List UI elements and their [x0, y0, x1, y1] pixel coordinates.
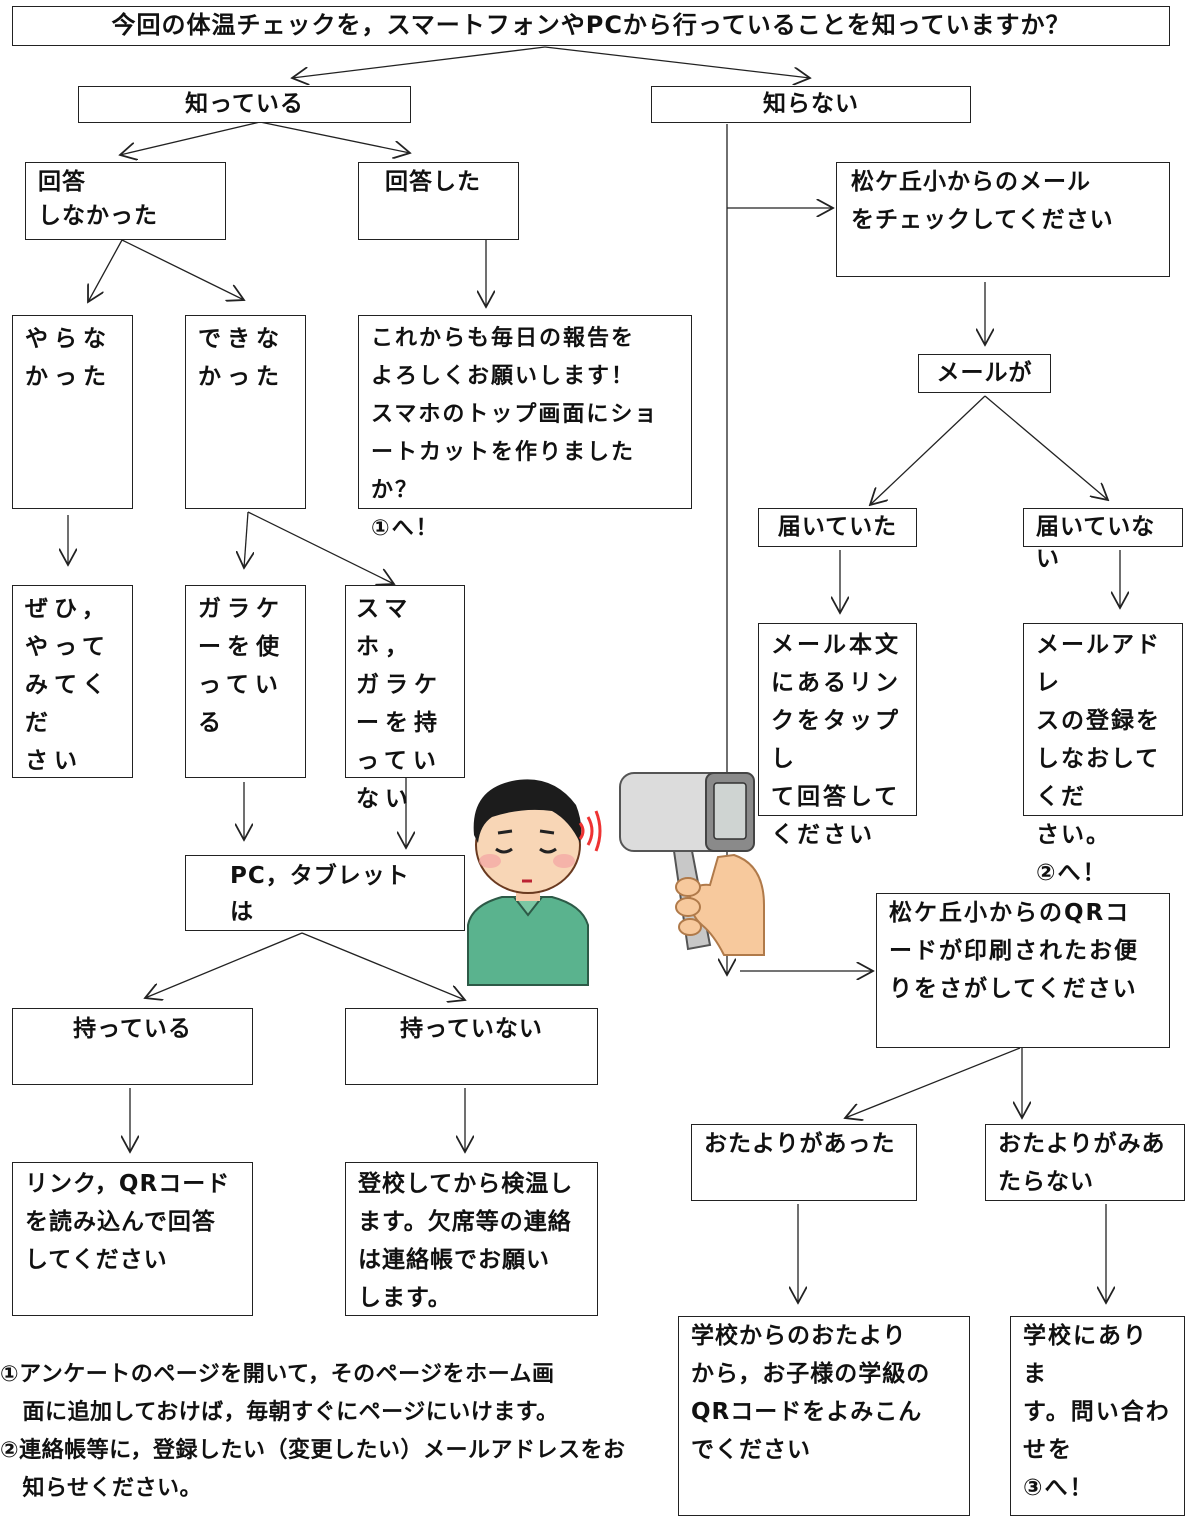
- dont-know-box: 知らない: [651, 86, 971, 123]
- didnt-do-box: やらな かった: [12, 315, 133, 509]
- ask-school-box: 学校にありま す。問い合わ せを ③へ！: [1010, 1316, 1185, 1516]
- answered-box: 回答した: [358, 162, 519, 240]
- read-link-label: リンク，QRコード を読み込んで回答 してください: [25, 1171, 231, 1273]
- arrived-label: 届いていた: [777, 514, 898, 540]
- arrow-mailis-arrived: [870, 395, 986, 505]
- found-letter-label: おたよりがあった: [704, 1131, 896, 1157]
- thanks-box: これからも毎日の報告を よろしくお願いします！ スマホのトップ画面にショ ートカ…: [358, 315, 692, 541]
- arrow-notanswered-couldnt: [121, 239, 244, 300]
- arrow-pc-have: [145, 932, 303, 998]
- pc-tablet-label: PC，タブレットは: [230, 863, 410, 925]
- didnt-do-label: やらな かった: [25, 326, 112, 390]
- no-phone-box: スマホ， ガラケ ーを持 ってい ない: [345, 585, 465, 812]
- please-try-label: ぜひ， やって みてくだ さい: [25, 596, 112, 774]
- mail-is-box: メールが: [918, 354, 1051, 393]
- arrow-know-answered: [259, 121, 410, 153]
- find-qr-label: 松ケ丘小からのQRコ ードが印刷されたお便 りをさがしてください: [889, 900, 1139, 1002]
- question-text: 今回の体温チェックを，スマートフォンやPCから行っていることを知っていますか？: [111, 11, 1071, 39]
- mail-is-label: メールが: [936, 360, 1033, 386]
- answered-label: 回答した: [385, 169, 481, 195]
- dont-have-label: 持っていない: [400, 1016, 543, 1042]
- pc-tablet-box: PC，タブレットは: [185, 855, 465, 931]
- ask-school-label: 学校にありま す。問い合わ せを ③へ！: [1023, 1323, 1171, 1501]
- arrow-know-notanswered: [120, 121, 261, 155]
- note-2: ②連絡帳等に，登録したい（変更したい）メールアドレスをお 知らせください。: [0, 1438, 626, 1501]
- not-answered-label: 回答 しなかった: [38, 169, 158, 229]
- find-qr-box: 松ケ丘小からのQRコ ードが印刷されたお便 りをさがしてください: [876, 893, 1170, 1048]
- re-register-box: メールアドレ スの登録を しなおしてくだ さい。 ②へ！: [1023, 623, 1183, 886]
- couldnt-label: できな かった: [198, 326, 285, 390]
- no-letter-box: おたよりがみあ たらない: [985, 1124, 1185, 1201]
- read-qr-label: 学校からのおたより から，お子様の学級の QRコードをよみこん でください: [691, 1323, 931, 1463]
- question-box: 今回の体温チェックを，スマートフォンやPCから行っていることを知っていますか？: [12, 6, 1170, 46]
- dont-have-box: 持っていない: [345, 1008, 598, 1085]
- arrow-notanswered-didnt: [88, 239, 123, 302]
- not-arrived-box: 届いていない: [1023, 508, 1183, 572]
- not-arrived-label: 届いていない: [1036, 514, 1156, 572]
- have-box: 持っている: [12, 1008, 253, 1085]
- no-phone-label: スマホ， ガラケ ーを持 ってい ない: [356, 596, 443, 812]
- note-1: ①アンケートのページを開いて，そのページをホーム画 面に追加しておけば，毎朝すぐ…: [0, 1362, 559, 1425]
- arrived-box: 届いていた: [758, 508, 917, 547]
- no-letter-label: おたよりがみあ たらない: [998, 1131, 1166, 1195]
- know-label: 知っている: [185, 91, 304, 117]
- not-answered-box: 回答 しなかった: [25, 162, 226, 240]
- tap-link-label: メール本文 にあるリン クをタップし て回答して ください: [771, 632, 901, 848]
- re-register-label: メールアドレ スの登録を しなおしてくだ さい。 ②へ！: [1036, 632, 1161, 886]
- thermometer-illustration: [619, 772, 765, 956]
- please-try-box: ぜひ， やって みてくだ さい: [12, 585, 133, 778]
- arrow-q-know: [292, 46, 546, 78]
- read-link-box: リンク，QRコード を読み込んで回答 してください: [12, 1162, 253, 1316]
- check-mail-label: 松ケ丘小からのメール をチェックしてください: [851, 169, 1114, 233]
- arrow-findqr-found: [845, 1047, 1021, 1118]
- found-letter-box: おたよりがあった: [691, 1124, 917, 1201]
- arrow-pc-donthave: [301, 932, 465, 1000]
- check-at-school-label: 登校してから検温し ます。欠席等の連絡 は連絡帳でお願い します。: [358, 1171, 574, 1311]
- garake-box: ガラケ ーを使 っている: [185, 585, 306, 778]
- check-at-school-box: 登校してから検温し ます。欠席等の連絡 は連絡帳でお願い します。: [345, 1162, 598, 1316]
- arrow-couldnt-garake: [244, 511, 248, 568]
- arrow-mailis-notarrived: [984, 395, 1108, 500]
- dont-know-label: 知らない: [763, 91, 859, 117]
- thanks-label: これからも毎日の報告を よろしくお願いします！ スマホのトップ画面にショ ートカ…: [371, 326, 659, 541]
- tap-link-box: メール本文 にあるリン クをタップし て回答して ください: [758, 623, 917, 848]
- couldnt-box: できな かった: [185, 315, 306, 509]
- have-label: 持っている: [73, 1016, 192, 1042]
- arrow-q-dontknow: [544, 46, 810, 78]
- boy-illustration: [467, 779, 602, 986]
- garake-label: ガラケ ーを使 っている: [198, 596, 285, 736]
- know-box: 知っている: [78, 86, 411, 123]
- check-mail-box: 松ケ丘小からのメール をチェックしてください: [836, 162, 1170, 277]
- read-qr-box: 学校からのおたより から，お子様の学級の QRコードをよみこん でください: [678, 1316, 970, 1516]
